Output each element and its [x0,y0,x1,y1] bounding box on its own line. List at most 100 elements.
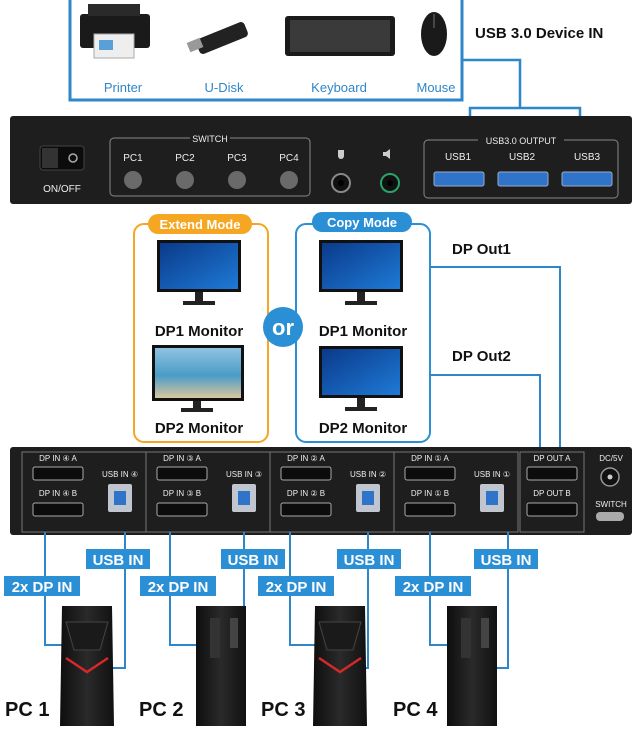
pc-tower-icon [60,606,114,726]
dp-in-b-label: DP IN ① B [411,489,449,498]
extend-dp1-label: DP1 Monitor [155,323,243,340]
extend-dp2-label: DP2 Monitor [155,420,243,437]
switch-button-pc1[interactable]: PC1 [123,153,143,189]
switch-label-pc2: PC2 [175,153,195,164]
rear-group-4: DP IN ④ A DP IN ④ B USB IN ④ [21,451,147,533]
rear-group-2: DP IN ② A DP IN ② B USB IN ② [269,451,395,533]
dp-out-b-port[interactable] [526,502,578,517]
monitor-icon [319,240,403,305]
pc-tower-icon [313,606,367,726]
usb-port-label-3: USB3 [574,152,601,163]
dp-in-b-port[interactable] [280,502,332,517]
usb-in-badge: USB IN [221,549,285,569]
peripheral-label-udisk: U-Disk [205,80,244,95]
copy-mode-box: Copy Mode DP1 Monitor DP2 Monitor [295,212,431,443]
switch-button-pc2[interactable]: PC2 [175,153,195,189]
switch-label-pc3: PC3 [227,153,247,164]
dp-in-b-port[interactable] [156,502,208,517]
usb-in-badge-label: USB IN [93,552,144,569]
extend-mode-box: Extend Mode DP1 Monitor DP2 Monitor [133,214,269,443]
pc-tower-icon [447,606,497,726]
dc-label: DC/5V [599,454,623,463]
dp-in-a-label: DP IN ④ A [39,454,77,463]
dp-in-b-label: DP IN ② B [287,489,325,498]
usb-port-1[interactable] [433,171,485,187]
pc-label-3: PC 3 [261,699,305,721]
usb-in-badge-label: USB IN [344,552,395,569]
switch-group-label: SWITCH [192,134,228,144]
dp-in-badge-label: 2x DP IN [12,579,73,596]
usb-port-3[interactable] [561,171,613,187]
rear-group-3: DP IN ③ A DP IN ③ B USB IN ③ [145,451,271,533]
pc-tower-icon [196,606,246,726]
power-label: ON/OFF [43,184,81,195]
dp-in-b-port[interactable] [32,502,84,517]
usb30-device-in-label: USB 3.0 Device IN [475,25,603,42]
usb-in-badge: USB IN [337,549,401,569]
usb-in-badge-label: USB IN [481,552,532,569]
dp-in-a-label: DP IN ③ A [163,454,201,463]
dp-in-a-port[interactable] [32,466,84,481]
usb-in-badge: USB IN [86,549,150,569]
dp-out-a-port[interactable] [526,466,578,481]
dp-out1-label: DP Out1 [452,241,511,258]
usb-in-badge: USB IN [474,549,538,569]
dp-in-a-label: DP IN ① A [411,454,449,463]
usb-disk-icon [186,22,248,54]
usb-in-label: USB IN ③ [226,470,262,479]
printer-icon [80,4,150,59]
switch-button-pc3[interactable]: PC3 [227,153,247,189]
peripheral-box: Printer U-Disk Keyboard Mouse [68,0,464,102]
dp-in-a-label: DP IN ② A [287,454,325,463]
dp-out2-label: DP Out2 [452,348,511,365]
mouse-icon [421,12,447,56]
usb-port-label-1: USB1 [445,152,472,163]
extend-mode-title: Extend Mode [160,217,241,232]
usb-in-label: USB IN ④ [102,470,138,479]
dp-in-badge: 2x DP IN [258,576,334,596]
dp-in-a-port[interactable] [156,466,208,481]
front-panel: ON/OFF SWITCH [10,116,632,204]
keyboard-icon [285,16,395,56]
pc-label-2: PC 2 [139,699,183,721]
dp-in-badge-label: 2x DP IN [403,579,464,596]
dp-in-badge-label: 2x DP IN [266,579,327,596]
dp-in-b-port[interactable] [404,502,456,517]
peripheral-label-keyboard: Keyboard [311,80,367,95]
or-badge: or [263,307,303,347]
dp-out-a-label: DP OUT A [533,454,571,463]
dp-in-b-label: DP IN ④ B [39,489,77,498]
switch-button-pc4[interactable]: PC4 [279,153,299,189]
monitor-icon [152,345,244,412]
rear-switch[interactable]: SWITCH [595,500,627,521]
usb-output-label: USB3.0 OUTPUT [486,136,557,146]
dp-out-b-label: DP OUT B [533,489,571,498]
monitor-icon [157,240,241,305]
usb-output-group: USB3.0 OUTPUT USB1 USB2 USB3 [423,134,619,199]
dp-in-badge: 2x DP IN [140,576,216,596]
switch-label-pc1: PC1 [123,153,143,164]
switch-label-pc4: PC4 [279,153,299,164]
usb-in-label: USB IN ② [350,470,386,479]
pc-label-1: PC 1 [5,699,49,721]
copy-dp1-label: DP1 Monitor [319,323,407,340]
rear-switch-label: SWITCH [595,500,627,509]
dp-in-a-port[interactable] [280,466,332,481]
dp-in-b-label: DP IN ③ B [163,489,201,498]
speaker-jack [380,149,400,193]
dp-in-a-port[interactable] [404,466,456,481]
dp-out-lines [430,266,561,452]
dp-in-badge-label: 2x DP IN [148,579,209,596]
usb-port-2[interactable] [497,171,549,187]
dc-input: DC/5V [599,454,623,487]
usb-in-badge-label: USB IN [228,552,279,569]
dp-in-badge: 2x DP IN [4,576,80,596]
mic-jack [331,150,351,193]
monitor-icon [319,346,403,411]
pc-label-4: PC 4 [393,699,438,721]
peripheral-label-printer: Printer [104,80,143,95]
or-label: or [272,315,294,340]
peripheral-label-mouse: Mouse [416,80,455,95]
rear-group-1: DP IN ① A DP IN ① B USB IN ① [393,451,519,533]
